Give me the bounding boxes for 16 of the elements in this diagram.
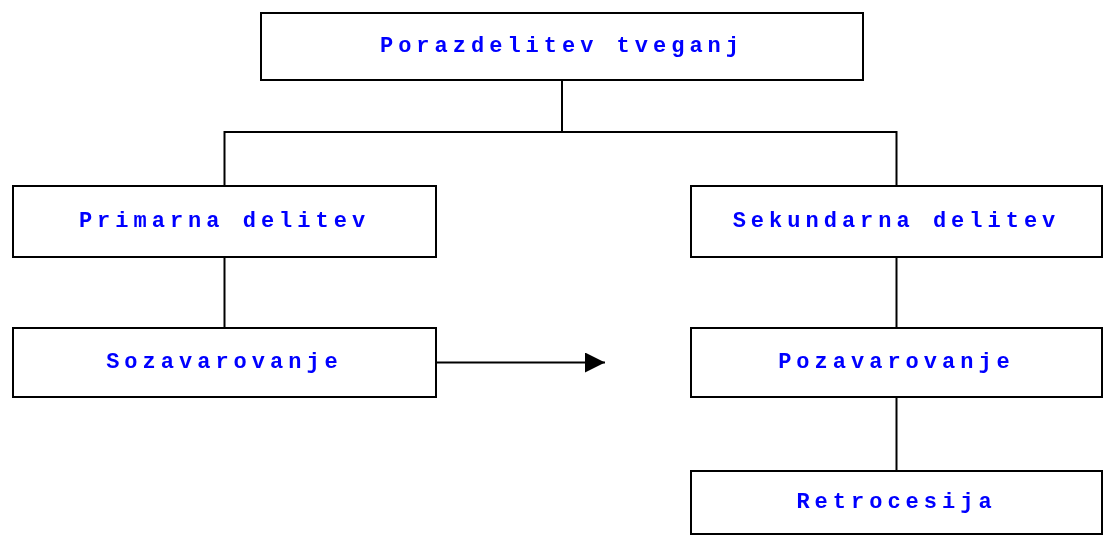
process-box [12,185,437,258]
connector-line [223,257,226,328]
process-box [12,327,437,398]
process-box [690,327,1103,398]
box-label: Porazdelitev tveganj [379,34,744,59]
arrow [436,352,606,373]
process-box [260,12,864,81]
box-label: Primarna delitev [78,209,371,234]
connector-line [895,257,898,328]
process-box [690,185,1103,258]
process-box [690,470,1103,535]
box-label: Sozavarovanje [106,350,343,375]
box-label: Pozavarovanje [778,350,1015,375]
box-label: Retrocesija [796,490,997,515]
box-label: Sekundarna delitev [732,209,1061,234]
connector-line [895,397,898,471]
